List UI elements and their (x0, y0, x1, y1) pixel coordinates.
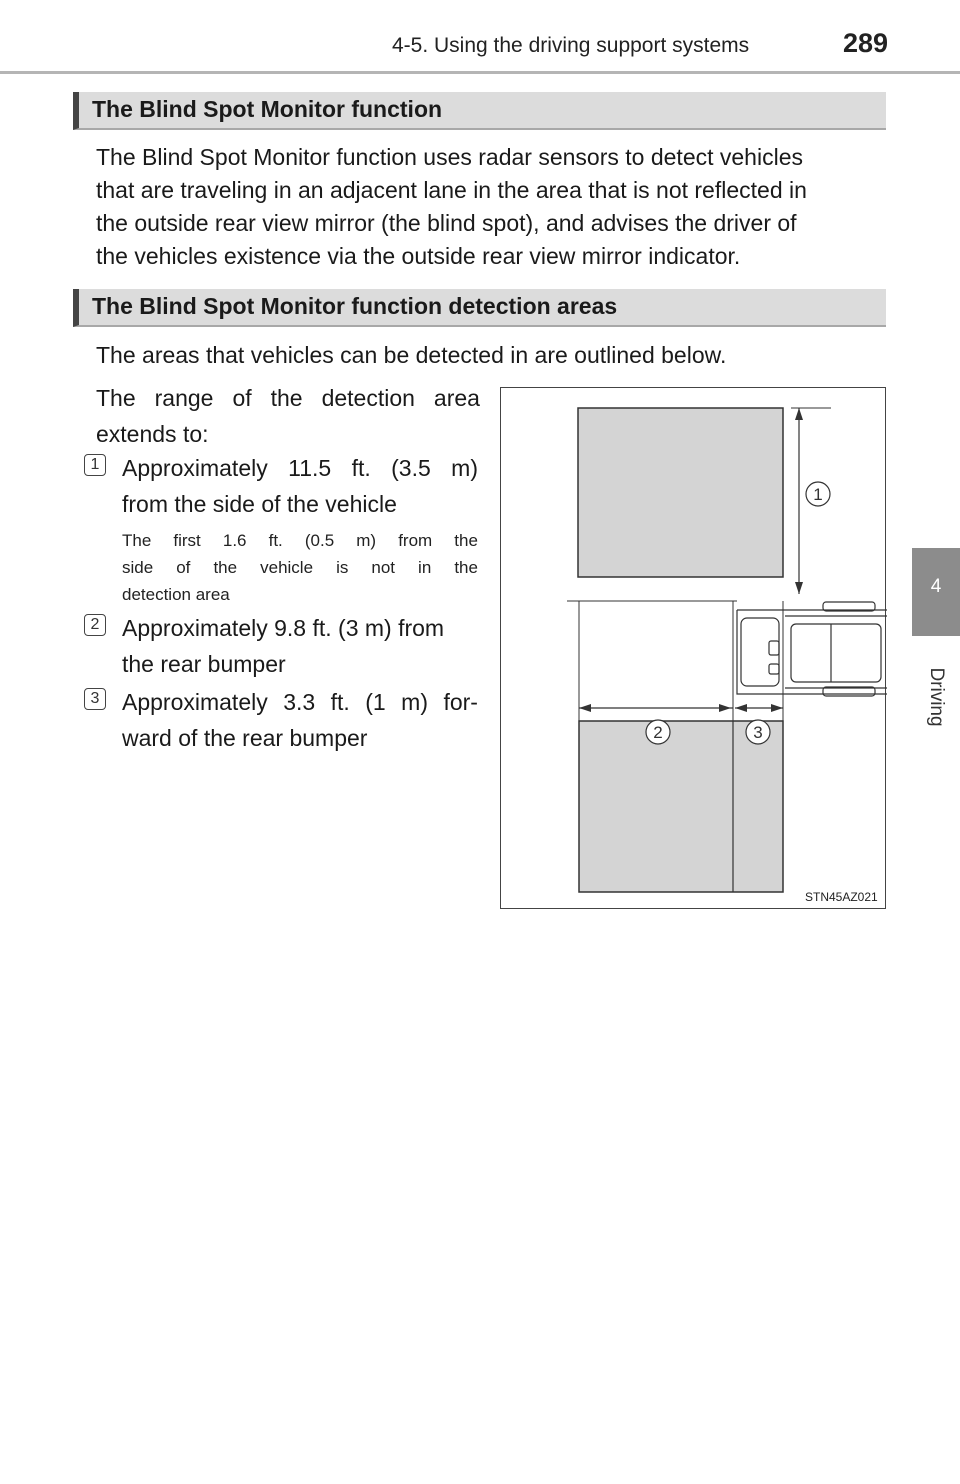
page-number: 289 (843, 28, 889, 58)
section-description: The Blind Spot Monitor function uses rad… (96, 141, 881, 273)
description-line: the outside rear view mirror (the blind … (96, 210, 797, 236)
callout-2: 2 (653, 723, 662, 742)
arrowhead (735, 704, 747, 712)
vehicle-rear-icon (736, 601, 887, 697)
arrowhead (795, 408, 803, 420)
detection-intro: The areas that vehicles can be detected … (96, 342, 727, 368)
chapter-side-tab[interactable] (912, 548, 960, 636)
callout-3: 3 (753, 723, 762, 742)
chapter-tab-label: Driving (926, 667, 947, 727)
item-marker-1: 1 (84, 454, 106, 476)
arrowhead (579, 704, 591, 712)
header-divider (0, 71, 960, 74)
range-line: extends to: (96, 421, 209, 447)
side-detection-area (577, 407, 784, 578)
item-marker-3: 3 (84, 688, 106, 710)
detection-area-figure: 1 2 3 (500, 387, 887, 909)
detection-area-diagram: 1 2 3 (567, 407, 887, 893)
section-heading-bar (73, 289, 886, 327)
description-line: that are traveling in an adjacent lane i… (96, 177, 807, 203)
description-line: the vehicles existence via the outside r… (96, 243, 741, 269)
callout-1: 1 (813, 485, 822, 504)
section-heading-blind-spot-monitor: The Blind Spot Monitor function (92, 96, 443, 122)
callout-circle-2 (645, 719, 671, 745)
chapter-tab-number: 4 (930, 576, 942, 597)
callout-circle-3 (745, 719, 771, 745)
chapter-header: 4-5. Using the driving support systems (392, 34, 750, 57)
section-heading-bar (73, 92, 886, 130)
rear-detection-area (578, 720, 784, 893)
section-heading-detection-areas: The Blind Spot Monitor function detectio… (92, 293, 618, 319)
arrowhead (771, 704, 783, 712)
arrowhead (719, 704, 731, 712)
figure-code: STN45AZ021 (805, 890, 878, 904)
arrowhead (795, 582, 803, 594)
description-line: The Blind Spot Monitor function uses rad… (96, 144, 803, 170)
callout-circle-1 (805, 481, 831, 507)
item-marker-2: 2 (84, 614, 106, 636)
detection-item-2: Approximately 9.8 ft. (3 m) from the rea… (122, 615, 445, 677)
